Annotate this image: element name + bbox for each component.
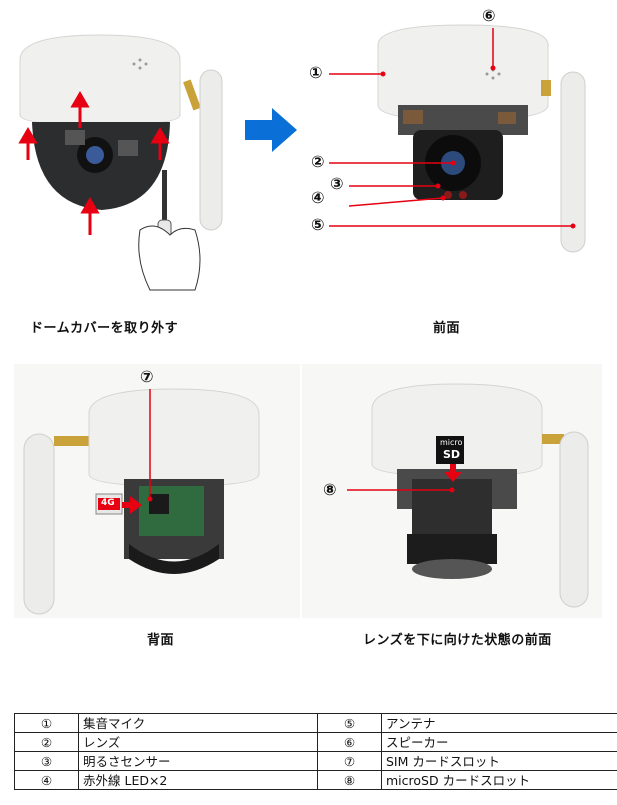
callout-3: ③ — [330, 174, 345, 193]
caption-back: 背面 — [147, 633, 175, 648]
legend-num: ⑦ — [317, 751, 382, 771]
legend-text: SIM カードスロット — [381, 751, 617, 771]
legend-text: アンテナ — [381, 713, 617, 733]
lens-down-front-photo — [302, 364, 602, 618]
legend-text: 集音マイク — [78, 713, 318, 733]
legend-text: microSD カードスロット — [381, 770, 617, 790]
sim-size-label: 4G — [101, 498, 115, 508]
next-step-arrow-icon — [240, 105, 300, 155]
legend-num: ⑧ — [317, 770, 382, 790]
front-photo — [303, 10, 603, 300]
callout-2: ② — [311, 152, 326, 171]
caption-remove-cover: ドームカバーを取り外す — [30, 321, 179, 336]
callout-5: ⑤ — [311, 215, 326, 234]
table-row: ④ 赤外線 LED×2 ⑧ microSD カードスロット — [14, 770, 617, 790]
table-row: ② レンズ ⑥ スピーカー — [14, 732, 617, 752]
legend-text: レンズ — [78, 732, 318, 752]
legend-text: 赤外線 LED×2 — [78, 770, 318, 790]
caption-front: 前面 — [433, 321, 461, 336]
table-row: ③ 明るさセンサー ⑦ SIM カードスロット — [14, 751, 617, 771]
legend-text: 明るさセンサー — [78, 751, 318, 771]
callout-8: ⑧ — [323, 480, 338, 499]
callout-7: ⑦ — [140, 367, 155, 386]
callout-1: ① — [309, 63, 324, 82]
microsd-label-top: micro — [440, 438, 463, 447]
remove-cover-photo — [10, 30, 240, 300]
callout-4: ④ — [311, 188, 326, 207]
parts-legend-table: ① 集音マイク ⑤ アンテナ ② レンズ ⑥ スピーカー ③ 明るさセンサー ⑦… — [14, 713, 617, 790]
legend-num: ⑤ — [317, 713, 382, 733]
caption-lens-down-front: レンズを下に向けた状態の前面 — [363, 633, 552, 648]
legend-num: ③ — [14, 751, 79, 771]
legend-num: ① — [14, 713, 79, 733]
table-row: ① 集音マイク ⑤ アンテナ — [14, 713, 617, 733]
legend-num: ④ — [14, 770, 79, 790]
legend-text: スピーカー — [381, 732, 617, 752]
callout-6: ⑥ — [482, 6, 497, 25]
microsd-label-bottom: SD — [443, 448, 461, 461]
legend-num: ② — [14, 732, 79, 752]
back-photo — [14, 364, 300, 618]
legend-num: ⑥ — [317, 732, 382, 752]
